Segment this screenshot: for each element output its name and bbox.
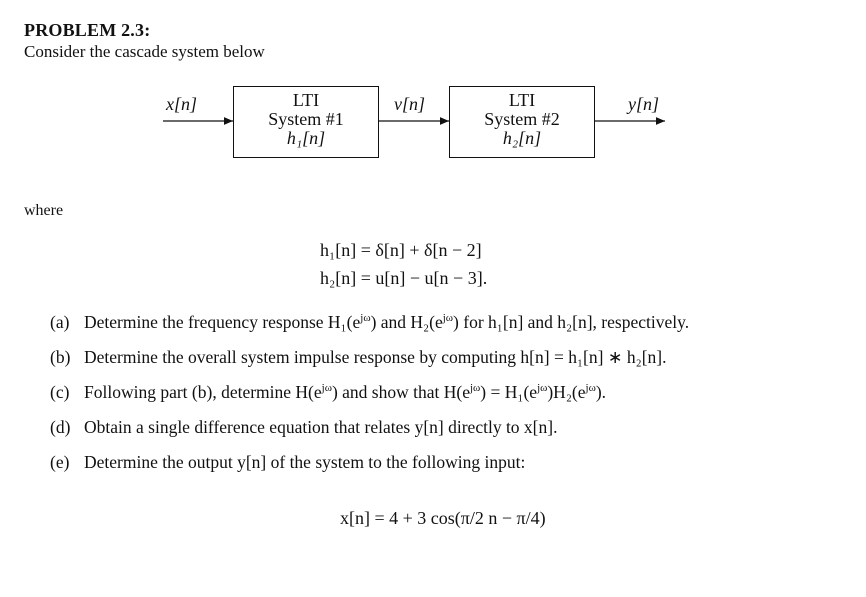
part-a-text: Determine the frequency response H₁(ejω)… (84, 312, 690, 332)
where-label: where (24, 202, 64, 219)
input-equation: x[n] = 4 + 3 cos(π/2 n − π/4) (340, 508, 546, 528)
part-e: (e) Determine the output y[n] of the syst… (50, 452, 525, 473)
input-signal-label: x[n] (166, 94, 197, 114)
part-a: (a) Determine the frequency response H₁(e… (50, 312, 689, 333)
block2-line2: System #2 (484, 109, 560, 129)
block1-line1: LTI (292, 90, 320, 110)
block1-line3: h₁[n] (286, 128, 326, 148)
lti-system-1-block: LTI System #1 h₁[n] (233, 86, 379, 158)
part-b: (b) Determine the overall system impulse … (50, 347, 667, 368)
problem-title: PROBLEM 2.3: (24, 20, 151, 40)
part-a-label: (a) (50, 312, 70, 332)
part-e-text: Determine the output y[n] of the system … (84, 452, 526, 472)
part-d: (d) Obtain a single difference equation t… (50, 417, 557, 438)
diagram-arrows (163, 117, 665, 125)
part-e-label: (e) (50, 452, 70, 472)
mid-signal-label: v[n] (394, 94, 425, 114)
part-d-label: (d) (50, 417, 71, 437)
block2-line1: LTI (508, 90, 536, 110)
part-c-label: (c) (50, 382, 70, 402)
lti-system-2-block: LTI System #2 h₂[n] (449, 86, 595, 158)
part-b-label: (b) (50, 347, 71, 367)
part-d-text: Obtain a single difference equation that… (84, 417, 558, 437)
block2-line3: h₂[n] (502, 128, 542, 148)
part-c-text: Following part (b), determine H(ejω) and… (84, 382, 607, 402)
h1-equation: h₁[n] = δ[n] + δ[n − 2] (320, 240, 482, 260)
h2-equation: h₂[n] = u[n] − u[n − 3]. (320, 268, 488, 288)
block1-line2: System #1 (268, 109, 344, 129)
part-c: (c) Following part (b), determine H(ejω) … (50, 382, 606, 403)
output-signal-label: y[n] (628, 94, 659, 114)
problem-intro: Consider the cascade system below (24, 42, 265, 61)
part-b-text: Determine the overall system impulse res… (84, 347, 667, 367)
